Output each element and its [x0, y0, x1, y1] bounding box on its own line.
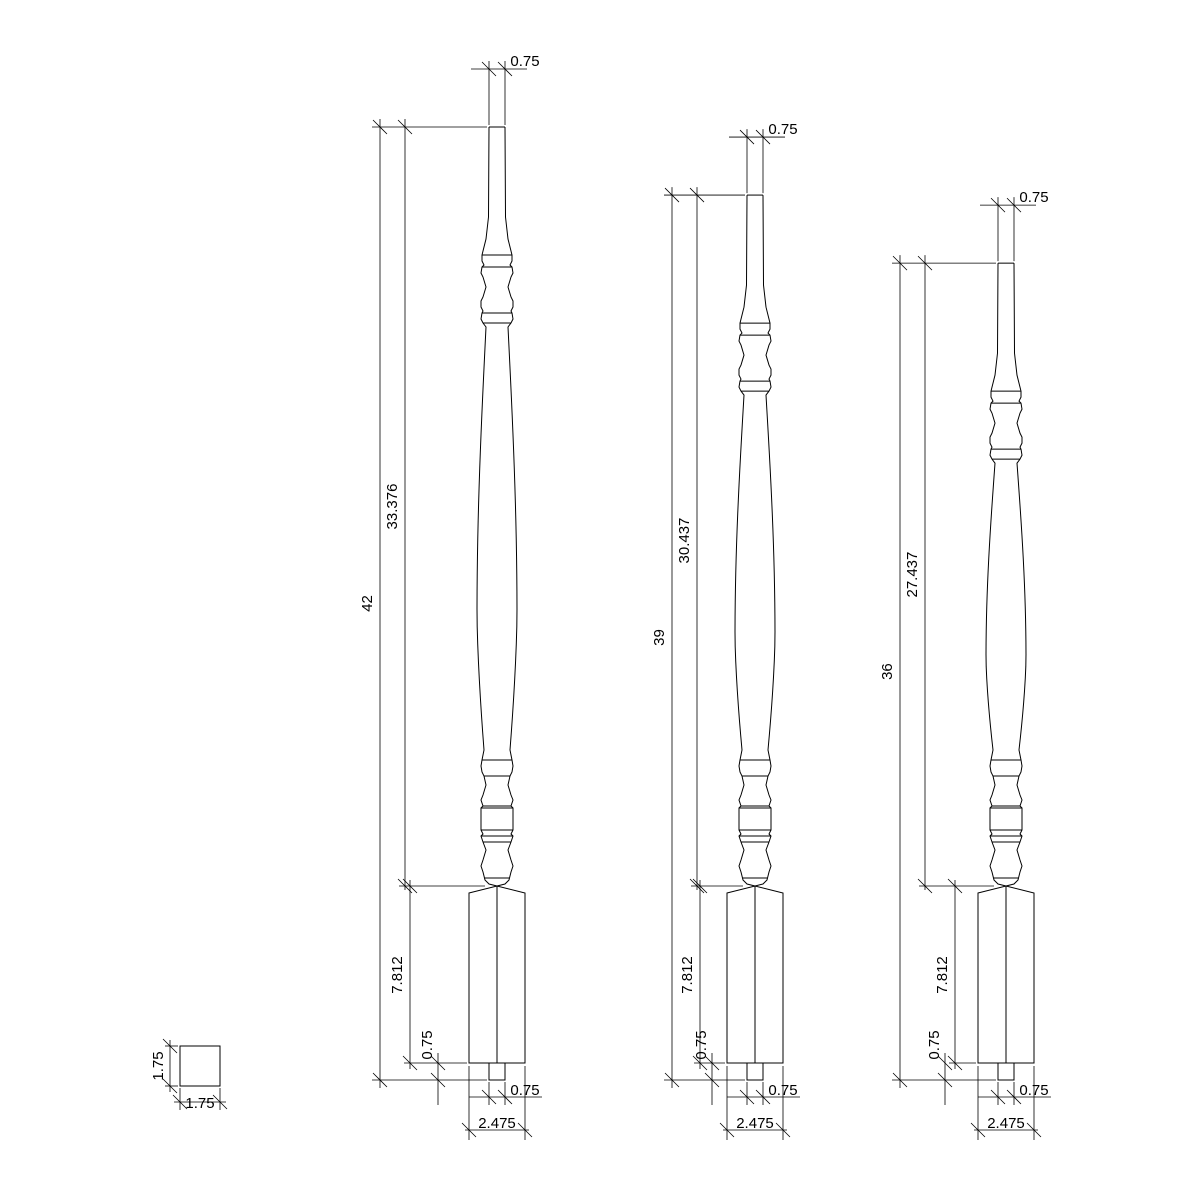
dimension-tick — [704, 1055, 720, 1071]
dimension-tick — [481, 61, 497, 77]
turned-profile-right — [496, 126, 518, 887]
shaft-height-label: 30.437 — [676, 518, 693, 564]
dimension-tick — [739, 129, 755, 145]
block-height-label: 7.812 — [934, 956, 951, 994]
dimension-tick — [970, 1122, 986, 1138]
dimension-tick — [892, 255, 908, 271]
overall-height-label: 42 — [359, 595, 376, 612]
dimension-tick — [664, 187, 680, 203]
section-square: 1.75 1.75 — [150, 1038, 228, 1112]
turned-profile-left — [985, 263, 1007, 887]
square-block — [977, 885, 1035, 1064]
dimension-tick — [692, 878, 708, 894]
dimension-tick — [719, 1122, 735, 1138]
shaft-height-label: 33.376 — [384, 484, 401, 530]
turned-profile-right — [1005, 263, 1027, 887]
dimension-tick — [704, 1072, 720, 1088]
overall-height-label: 36 — [879, 663, 896, 680]
dimension-tick — [212, 1094, 228, 1110]
dimension-tick — [372, 119, 388, 135]
overall-height-label: 39 — [651, 629, 668, 646]
dimension-tick — [397, 119, 413, 135]
dimension-tick — [917, 255, 933, 271]
dimension-tick — [162, 1038, 178, 1054]
dimension-tick — [990, 197, 1006, 213]
bottom-pin — [488, 1062, 506, 1081]
dimension-tick — [689, 187, 705, 203]
dimension-tick — [990, 1089, 1006, 1105]
dimension-tick — [1006, 1089, 1022, 1105]
section-height-label: 1.75 — [150, 1051, 167, 1080]
dimension-tick — [775, 1122, 791, 1138]
dimension-tick — [172, 1094, 188, 1110]
dimension-tick — [461, 1122, 477, 1138]
turned-profile-left — [734, 195, 756, 887]
bottom-pin — [997, 1062, 1015, 1081]
dimension-tick — [755, 129, 771, 145]
dimension-tick — [1026, 1122, 1042, 1138]
square-block — [468, 885, 526, 1064]
pin-height-label: 0.75 — [419, 1030, 436, 1059]
dimension-tick — [430, 1055, 446, 1071]
dimension-tick — [517, 1122, 533, 1138]
block-height-label: 7.812 — [389, 956, 406, 994]
top-width-label: 0.75 — [1019, 189, 1048, 206]
pin-height-label: 0.75 — [693, 1030, 710, 1059]
dimension-tick — [937, 1055, 953, 1071]
square-profile — [179, 1045, 221, 1087]
square-block — [726, 885, 784, 1064]
dimension-tick — [937, 1072, 953, 1088]
top-width-label: 0.75 — [510, 53, 539, 70]
turned-profile-right — [754, 195, 776, 887]
top-width-label: 0.75 — [768, 121, 797, 138]
pin-height-label: 0.75 — [926, 1030, 943, 1059]
dimension-tick — [402, 878, 418, 894]
dimension-tick — [162, 1078, 178, 1094]
dimension-tick — [497, 61, 513, 77]
dimension-tick — [739, 1089, 755, 1105]
block-height-label: 7.812 — [679, 956, 696, 994]
block-width-label: 2.475 — [478, 1115, 516, 1132]
dimension-tick — [430, 1072, 446, 1088]
section-width-label: 1.75 — [185, 1095, 214, 1112]
bottom-pin — [746, 1062, 764, 1081]
block-width-label: 2.475 — [987, 1115, 1025, 1132]
dimension-tick — [1006, 197, 1022, 213]
turned-profile-left — [476, 126, 498, 887]
dimension-tick — [497, 1089, 513, 1105]
shaft-height-label: 27.437 — [904, 552, 921, 598]
dimension-tick — [947, 878, 963, 894]
dimension-tick — [755, 1089, 771, 1105]
block-width-label: 2.475 — [736, 1115, 774, 1132]
dimension-tick — [481, 1089, 497, 1105]
